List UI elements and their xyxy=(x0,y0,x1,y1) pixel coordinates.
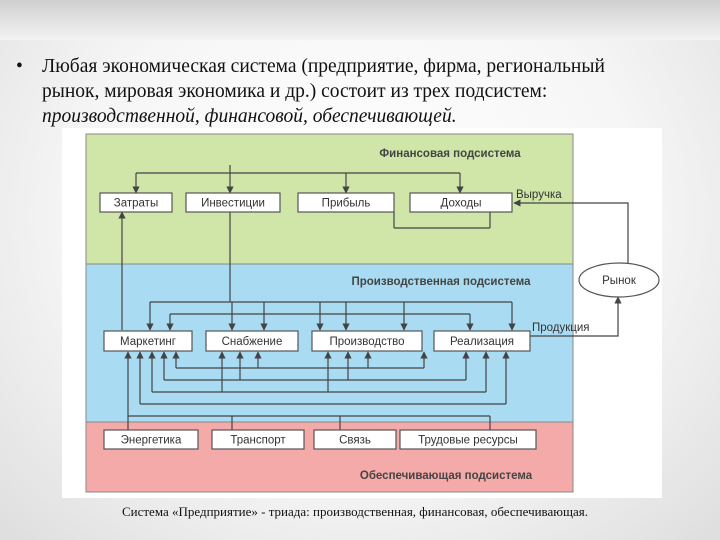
production-box-3 xyxy=(311,330,423,352)
support-box-label-4: Трудовые ресурсы xyxy=(418,435,518,447)
production-box-label-1: Маркетинг xyxy=(120,336,176,348)
bullet-marker: • xyxy=(16,56,23,77)
support-box-label-1: Энергетика xyxy=(121,435,182,447)
production-box-label-3: Производство xyxy=(330,336,405,348)
financial-box-4 xyxy=(409,192,513,213)
support-box-3 xyxy=(313,429,397,450)
top-bar xyxy=(0,0,720,40)
bullet-line-3: производственной, финансовой, обеспечива… xyxy=(42,106,457,127)
financial-box-label-4: Доходы xyxy=(441,198,482,210)
bullet-line-2: рынок, мировая экономика и др.) состоит … xyxy=(42,81,548,102)
support-box-label-2: Транспорт xyxy=(230,435,286,447)
financial-box-3 xyxy=(297,192,395,213)
production-box-label-2: Снабжение xyxy=(222,336,283,348)
production-box-label-4: Реализация xyxy=(450,336,514,348)
financial-title: Финансовая подсистема xyxy=(379,148,521,160)
financial-box-1 xyxy=(99,192,173,213)
production-box-4 xyxy=(433,330,531,352)
market-label: Рынок xyxy=(602,275,637,287)
revenue-label: Выручка xyxy=(516,189,562,201)
product-label: Продукция xyxy=(532,322,590,334)
production-title: Производственная подсистема xyxy=(351,276,531,288)
support-box-1 xyxy=(103,429,199,450)
support-box-2 xyxy=(211,429,305,450)
financial-box-label-3: Прибыль xyxy=(322,198,371,210)
production-box-2 xyxy=(205,330,299,352)
support-box-4 xyxy=(399,429,537,450)
production-box-1 xyxy=(103,330,193,352)
support-box-label-3: Связь xyxy=(339,435,371,447)
bullet-text: • Любая экономическая система (предприят… xyxy=(16,54,706,129)
financial-box-label-2: Инвестиции xyxy=(201,198,265,210)
support-title: Обеспечивающая подсистема xyxy=(360,470,533,482)
market-node xyxy=(578,262,660,298)
bullet-line-1: Любая экономическая система (предприятие… xyxy=(42,56,605,77)
financial-box-label-1: Затраты xyxy=(114,198,158,210)
caption: Система «Предприятие» - триада: производ… xyxy=(121,504,589,519)
financial-box-2 xyxy=(185,192,281,213)
